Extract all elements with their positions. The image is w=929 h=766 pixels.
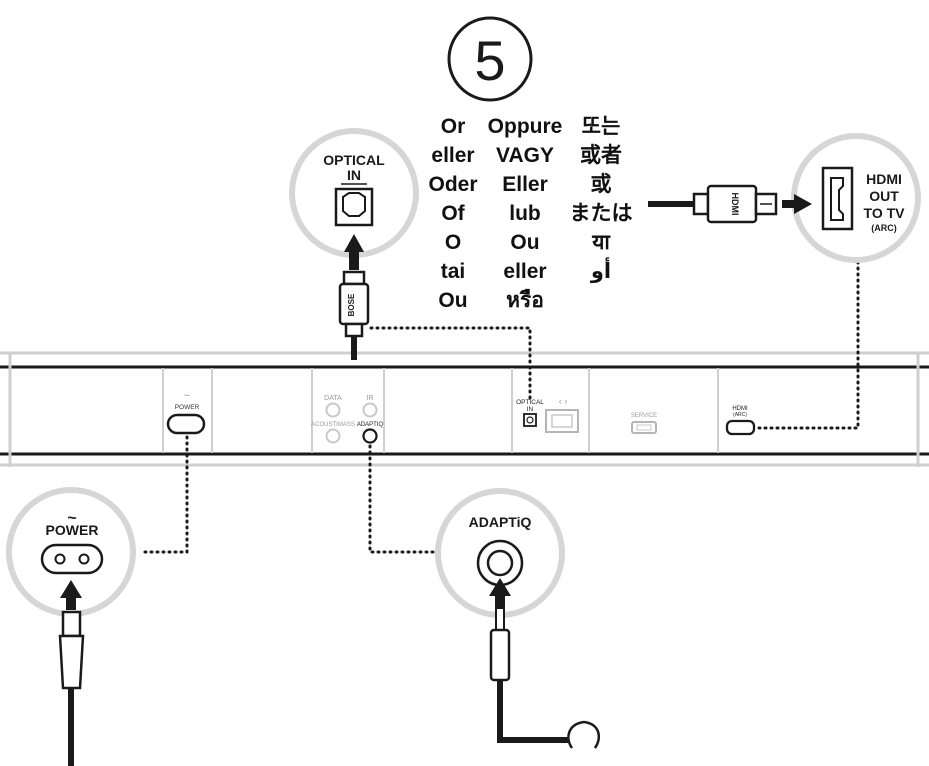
optical-cable-icon: BOSE xyxy=(338,234,370,360)
panel-ir-label: IR xyxy=(367,395,374,402)
power-symbol: ~ xyxy=(67,510,76,527)
or-words: Or eller Oder Of O tai Ou Oppure VAGY El… xyxy=(428,115,632,312)
or-word: Or xyxy=(441,115,466,138)
panel-ir-jack xyxy=(362,402,378,418)
optical-label-1: OPTICAL xyxy=(323,152,385,168)
panel-optical-port xyxy=(523,413,537,427)
panel-hdmi-label-1: HDMI xyxy=(732,406,748,412)
panel-data-label: DATA xyxy=(324,395,342,402)
or-word: 或者 xyxy=(580,143,622,167)
or-word: Ou xyxy=(510,231,539,254)
or-word: eller xyxy=(431,144,474,167)
adaptiq-callout: ADAPTiQ xyxy=(435,488,565,618)
or-word: Of xyxy=(441,202,465,225)
hdmi-label-4: (ARC) xyxy=(871,223,897,233)
svg-text:BOSE: BOSE xyxy=(347,293,356,316)
or-word: 或 xyxy=(591,172,612,196)
panel-network-symbol: ‹ › xyxy=(559,396,568,406)
hdmi-out-callout: HDMI OUT TO TV (ARC) xyxy=(791,133,921,263)
or-word: 또는 xyxy=(582,115,621,138)
or-word: eller xyxy=(503,260,546,283)
panel-service-label: SERVICE xyxy=(631,413,657,419)
step-number-badge: 5 xyxy=(447,16,533,102)
power-cable-icon xyxy=(58,580,85,766)
or-word: Eller xyxy=(502,173,548,196)
panel-network-port xyxy=(545,409,579,433)
or-word: หรือ xyxy=(506,288,544,312)
soundbar-rear-panel: ~ POWER DATA IR ACOUSTIMASS ADAPTIQ OPTI… xyxy=(0,351,929,467)
panel-service-port xyxy=(631,421,657,434)
or-word: または xyxy=(570,202,633,225)
hdmi-cable-label: HDMI xyxy=(730,193,740,216)
adaptiq-headset-icon xyxy=(567,720,601,749)
hdmi-cable-icon: HDMI xyxy=(648,184,812,224)
or-word: lub xyxy=(509,202,541,225)
or-word: या xyxy=(591,231,611,254)
or-word: VAGY xyxy=(496,144,554,167)
hdmi-label-1: HDMI xyxy=(866,171,902,187)
or-word: Oder xyxy=(428,173,477,196)
power-socket-icon xyxy=(40,543,104,575)
panel-adaptiq-jack xyxy=(362,428,378,444)
step-number: 5 xyxy=(474,29,505,92)
panel-power-port xyxy=(166,413,206,435)
or-word: O xyxy=(445,231,461,254)
panel-hdmi-port xyxy=(725,419,756,436)
or-word: أو xyxy=(590,256,611,283)
power-label: POWER xyxy=(46,522,99,538)
panel-acoustimass-label: ACOUSTIMASS xyxy=(311,422,355,428)
panel-power-label: POWER xyxy=(175,404,200,411)
panel-optical-label-1: OPTICAL xyxy=(516,399,544,406)
panel-optical-label-2: IN xyxy=(527,406,534,413)
optical-port-icon xyxy=(334,187,374,227)
hdmi-label-2: OUT xyxy=(869,188,899,204)
or-word: tai xyxy=(441,260,466,283)
leader-lines xyxy=(138,260,860,554)
adaptiq-label: ADAPTiQ xyxy=(469,514,532,530)
panel-acoustimass-jack xyxy=(325,428,341,444)
adaptiq-cable-icon xyxy=(489,578,601,749)
or-word: Oppure xyxy=(488,115,563,138)
optical-label-2: IN xyxy=(347,167,361,183)
or-word: Ou xyxy=(438,289,467,312)
panel-adaptiq-label: ADAPTIQ xyxy=(357,422,384,428)
panel-hdmi-label-2: (ARC) xyxy=(733,412,747,418)
panel-power-symbol: ~ xyxy=(184,390,190,402)
panel-data-jack xyxy=(325,402,341,418)
hdmi-label-3: TO TV xyxy=(864,205,906,221)
